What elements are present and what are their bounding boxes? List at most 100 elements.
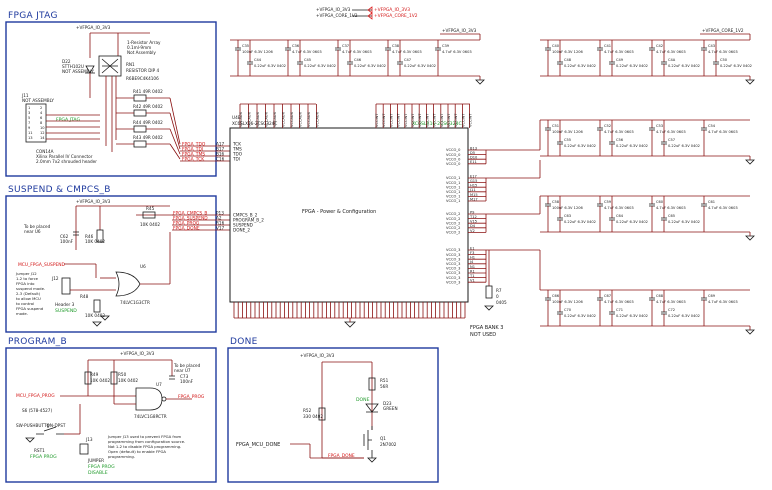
fpga-part: XC6SLX16-2CSG324C [232, 121, 277, 126]
r49-resistor-icon [84, 371, 92, 385]
top-left-pwr: +VFPGA_IO_3V3 [442, 28, 477, 33]
r45-resistor-icon [142, 211, 156, 219]
suspend-net-label: FPGA_DONE [173, 225, 200, 231]
decoupling-cap-icon [661, 217, 667, 221]
j11-pin-number: 6 [40, 116, 43, 120]
rn1-code: R6BE9C4K4106 [126, 76, 159, 81]
decoupling-cap-icon [713, 61, 719, 65]
s-part: S6 (578-4527) [22, 408, 52, 413]
cap-value: 0.22uF 6.3V 0402 [668, 220, 700, 224]
fpga-vccint-pin: VCCINT [375, 113, 379, 127]
cap-ref: C54 [708, 124, 716, 128]
cap-value: 0.22uF 6.3V 0402 [564, 314, 596, 318]
fpga-vcco-pin: VCCO_1 [446, 185, 460, 189]
suspend-jumper-note-line: Jumper J12 [15, 271, 37, 276]
decoupling-cap-icon [701, 297, 707, 301]
section-program-b: PROGRAM_B +VFPGA_IO_3V3 To be placed nea… [5, 337, 217, 483]
decoupling-cap-icon [597, 297, 603, 301]
c73-ref: C73 [180, 374, 189, 379]
fpga-vcco-pin-number: E17 [470, 174, 477, 178]
program-placed-note-2: near U7 [174, 368, 191, 373]
decoupling-cap-icon [285, 47, 291, 51]
decoupling-cap-icon [297, 61, 303, 65]
cap-ref: C45 [304, 58, 311, 62]
jtag-series-resistor-icon [133, 140, 147, 148]
decoupling-cap-icon [557, 311, 563, 315]
fpga-vcco-pin: VCCO_1 [446, 181, 460, 185]
q1-part: 2N7002 [380, 442, 397, 447]
j11-pin-number: 8 [40, 121, 43, 125]
cap-ref: C61 [708, 200, 715, 204]
cap-ref: C52 [604, 124, 611, 128]
fpga-vccint-pin: VCCINT [389, 113, 393, 127]
fpga-vcco-pin: VCCO_1 [446, 195, 460, 199]
suspend-jumper-note-line: 2-3 (Default) [16, 291, 41, 296]
top-power-labels: +VFPGA_IO_3V3 +VFPGA_CORE_1V2 +VFPGA_IO_… [316, 6, 418, 20]
r52-ref: R52 [303, 408, 312, 413]
fpga-vccaux-pin: VCCAUX [316, 111, 320, 127]
fpga-vcco-pin-number: B13 [470, 146, 477, 150]
suspend-jumper-note-line: 1-2 to force [16, 276, 39, 281]
cap-value: 4.7uF 6.3V 0603 [708, 300, 738, 304]
array-note-3: Not Assembly [127, 50, 156, 55]
decoupling-cap-icon [609, 217, 615, 221]
r48-val: 10K 0402 [85, 313, 105, 318]
u7-part: 74LVC1G8RCTR [134, 414, 167, 419]
fpga-vcco-pin-number: D5 [470, 151, 475, 155]
cap-ref: C50 [720, 58, 728, 62]
fpga-vcco-pin: VCCO_3 [446, 262, 460, 266]
jtag-resistor-label: R41 49R 0402 [133, 89, 163, 94]
fpga-vccint-pin: VCCINT [382, 113, 386, 127]
fpga-vccaux-pin: VCCAUX [265, 111, 269, 127]
decoupling-cap-icon [597, 127, 603, 131]
fpga-left-pin-number: V17 [216, 225, 225, 230]
decoupling-cap-icon [347, 61, 353, 65]
fpga-vcco-pin-number: N1 [470, 265, 475, 269]
jtag-resistor-label: R44 49R 0402 [133, 120, 163, 125]
fpga-vcco-pin: VCCO_1 [446, 190, 460, 194]
r46-val: 10K 0402 [85, 239, 105, 244]
suspend-border [5, 195, 217, 333]
section-title-program: PROGRAM_B [8, 337, 67, 347]
j13-ref: J13 [85, 437, 93, 442]
cap-value: 0.22uF 6.3V 0402 [564, 144, 596, 148]
fpga-vcco-pin-number: F3 [470, 251, 474, 255]
fpga-vccint-pin: VCCINT [418, 113, 422, 127]
program-jumper-note-line: programming from configuration source. [108, 439, 185, 444]
fpga-vccint-pin: VCCINT [447, 113, 451, 127]
decoupling-cap-icon [661, 141, 667, 145]
fpga-vccint-pin: VCCINT [440, 113, 444, 127]
c62-cap-icon [73, 231, 79, 236]
suspend-net-label: FPGA_CMPCS_B [173, 210, 207, 216]
conn-desc: Xilinx Parallel IV Connector [36, 154, 93, 159]
cap-value: 100uF 6.3V 1206 [242, 50, 274, 54]
decoupling-cap-icon [609, 311, 615, 315]
fpga-vcco-pin: VCCO_3 [446, 253, 460, 257]
suspend-net-label: FPGA_PROG [173, 220, 200, 226]
decoupling-cap-icon [649, 297, 655, 301]
jtag-net-label: FPGA_TDI [182, 146, 203, 152]
decoupling-cap-icon [649, 203, 655, 207]
fpga-vcco-pin-number: J4 [469, 260, 474, 264]
cap-ref: C69 [708, 294, 716, 298]
fpga-vcco-pin-number: M17 [470, 197, 478, 201]
r45-val: 10K 0402 [140, 222, 160, 227]
program-border [5, 347, 217, 483]
d23-color: GREEN [383, 406, 398, 411]
j11-pin-number: 3 [28, 111, 30, 115]
fpga-vcco-pin-number: E1 [470, 246, 475, 250]
r52-resistor-icon [318, 407, 326, 421]
decoupling-cap-icon [557, 61, 563, 65]
top-pwr-io-net: +VFPGA_IO_3V3 [374, 7, 410, 13]
r7-val: 0 [496, 294, 499, 299]
decoupling-cap-icon [609, 141, 615, 145]
fpga-vcco-pin-number: D4 [470, 224, 476, 228]
j13-jumper [79, 443, 89, 455]
cap-value: 0.22uF 6.3V 0402 [668, 144, 700, 148]
fpga-vcco-pin: VCCO_2 [446, 221, 460, 225]
fpga-chip: U4E XC6SLX16-2CSG324C XC6SLX16-2CSG324C … [216, 103, 540, 338]
rst1-switch-icon [36, 424, 64, 435]
fpga-vccaux-pin: VCCAUX [299, 111, 303, 127]
c62-ref: C62 [60, 234, 69, 239]
